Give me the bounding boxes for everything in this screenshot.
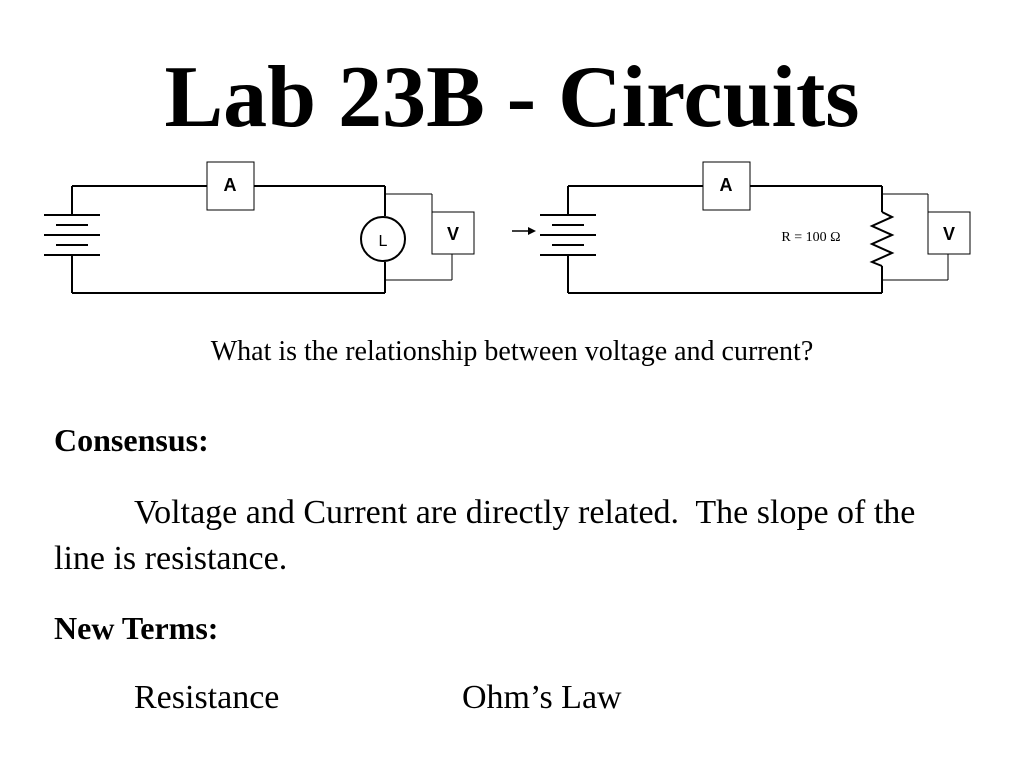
term-resistance: Resistance <box>134 679 280 716</box>
lamp-label: L <box>379 233 388 250</box>
voltmeter-icon <box>431 211 475 255</box>
arrow-icon <box>512 227 536 235</box>
resistor-label: R = 100 Ω <box>781 230 840 245</box>
left-circuit <box>44 185 453 294</box>
ammeter-label: A <box>720 175 733 195</box>
battery-icon <box>540 186 596 293</box>
slide-title: Lab 23B - Circuits <box>164 49 860 146</box>
ammeter-label: A <box>224 175 237 195</box>
consensus-heading: Consensus: <box>54 422 209 458</box>
voltmeter-label: V <box>943 224 955 244</box>
ammeter-icon <box>702 161 751 211</box>
lamp-icon <box>360 216 406 262</box>
battery-icon <box>44 186 100 293</box>
resistor-icon <box>869 211 895 267</box>
term-ohms-law: Ohm’s Law <box>462 679 622 716</box>
right-circuit <box>512 185 949 294</box>
question-text: What is the relationship between voltage… <box>210 336 814 367</box>
consensus-text: Voltage and Current are directly related… <box>54 494 916 577</box>
new-terms-heading: New Terms: <box>54 610 219 646</box>
voltmeter-icon <box>927 211 971 255</box>
circuit-diagrams: A L V <box>44 161 971 294</box>
voltmeter-label: V <box>447 224 459 244</box>
ammeter-icon <box>206 161 255 211</box>
